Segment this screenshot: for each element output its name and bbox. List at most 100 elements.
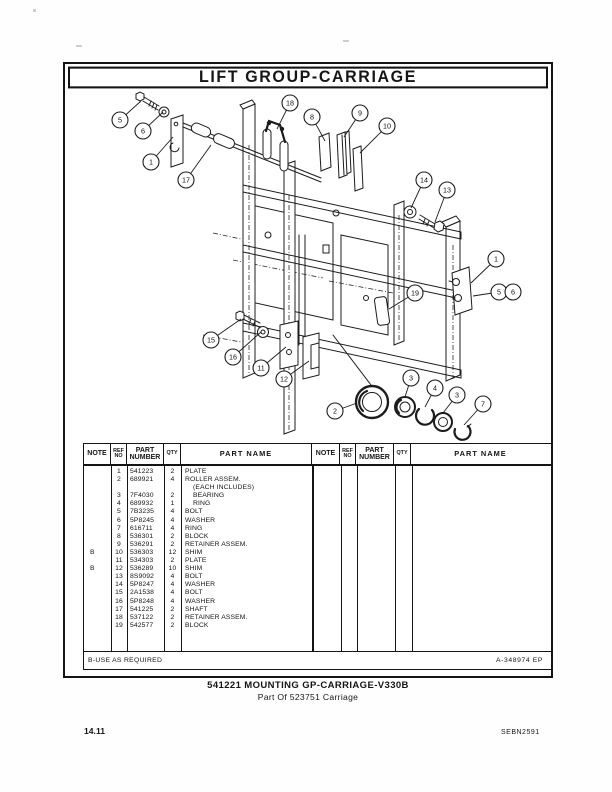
bolt-13 (418, 214, 445, 233)
washer (158, 106, 170, 118)
svg-text:11: 11 (257, 364, 264, 373)
svg-text:3: 3 (409, 374, 413, 383)
callout-12: 12 (275, 360, 310, 388)
bracket-12 (302, 332, 320, 380)
parts-table-footnote: B-USE AS REQUIRED A-348974 EP (84, 651, 551, 669)
carriage-frame (202, 99, 462, 435)
callout-1: 1 (142, 136, 174, 171)
roller (354, 384, 390, 420)
block-8 (318, 132, 332, 172)
callout-14: 14 (410, 171, 433, 209)
callout-10: 10 (359, 117, 396, 154)
callout-5: 5 (111, 100, 142, 129)
callout-3: 3 (442, 386, 466, 414)
table-row: (EACH INCLUDES) (193, 484, 255, 492)
bearing (433, 412, 453, 432)
shaft-assembly (182, 122, 322, 183)
snap-ring (414, 407, 436, 426)
svg-text:19: 19 (411, 289, 419, 298)
footnote-text: B-USE AS REQUIRED (88, 657, 163, 664)
bolt-head (433, 220, 445, 233)
col-note-left: NOTE (84, 444, 111, 464)
svg-text:4: 4 (433, 384, 437, 393)
block-19 (373, 296, 391, 326)
svg-text:12: 12 (280, 375, 288, 384)
svg-text:15: 15 (207, 336, 215, 345)
col-part-name-right: PART NAME (454, 449, 507, 459)
page-title: LIFT GROUP-CARRIAGE (68, 66, 548, 89)
washer-16 (257, 326, 269, 338)
callout-2: 2 (326, 402, 358, 420)
col-qty-left: QTY (164, 444, 181, 464)
callout-16: 16 (224, 331, 262, 366)
svg-text:5: 5 (118, 116, 122, 125)
svg-text:1: 1 (149, 158, 153, 167)
callout-8: 8 (303, 108, 326, 142)
svg-text:2: 2 (333, 407, 337, 416)
svg-text:18: 18 (286, 99, 294, 108)
upright-bar-top (239, 99, 256, 110)
plate-11 (279, 320, 299, 370)
lower-rail (242, 322, 462, 379)
scan-artifact (76, 45, 82, 47)
callout-4: 4 (424, 379, 444, 408)
drawing-ref: A-348974 EP (495, 657, 543, 664)
svg-text:7: 7 (481, 400, 485, 409)
callout-18: 18 (276, 94, 299, 130)
retaining-ring (453, 424, 472, 441)
callout-1: 1 (470, 250, 505, 284)
bearing (394, 396, 416, 418)
plate-upper-left (169, 114, 184, 168)
callout-5: 5 (472, 283, 508, 301)
callout-11: 11 (252, 346, 287, 377)
washer-14 (403, 205, 417, 219)
scan-artifact (343, 40, 349, 42)
svg-text:16: 16 (229, 353, 237, 362)
callout-15: 15 (202, 318, 242, 349)
top-rail (242, 184, 462, 240)
retainer-assembly-18 (262, 119, 289, 172)
svg-text:9: 9 (358, 109, 362, 118)
retainer-9 (336, 130, 352, 179)
callout-9: 9 (343, 104, 369, 138)
callout-19: 19 (388, 284, 424, 310)
bolt-and-washer-upper-left (135, 91, 170, 118)
svg-text:17: 17 (182, 176, 190, 185)
caption: 541221 MOUNTING GP-CARRIAGE-V330B Part O… (63, 680, 553, 702)
bolt-15 (235, 310, 261, 328)
svg-text:5: 5 (497, 288, 501, 297)
svg-text:6: 6 (511, 288, 515, 297)
svg-text:1: 1 (494, 255, 498, 264)
shaft-bushing (190, 122, 212, 138)
callout-13: 13 (434, 181, 456, 223)
col-note-right: NOTE (312, 444, 340, 464)
callout-6: 6 (134, 111, 164, 140)
bolt-head (135, 91, 145, 102)
col-qty-right: QTY (394, 444, 411, 464)
page-number: 14.11 (84, 726, 106, 736)
